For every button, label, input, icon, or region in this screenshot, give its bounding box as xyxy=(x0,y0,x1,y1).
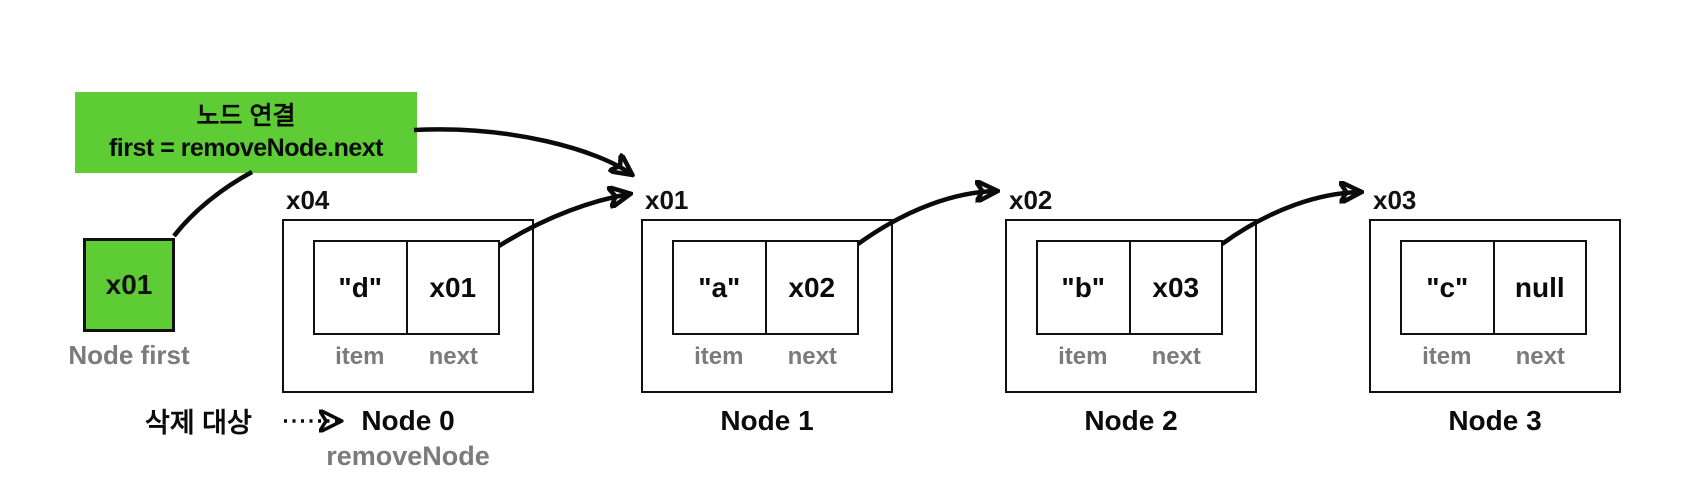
node-3-item-label: item xyxy=(1422,343,1472,370)
node-0-address: x04 xyxy=(286,185,330,215)
annotation-box: 노드 연결 first = removeNode.next xyxy=(75,92,417,173)
node-2-cell-labels: item next xyxy=(1036,343,1223,371)
node-1-name: Node 1 xyxy=(720,405,814,436)
node-2-next-label: next xyxy=(1151,343,1201,370)
node-3-cells: "c" null xyxy=(1400,240,1587,335)
node-2-address: x02 xyxy=(1009,185,1053,215)
node-1-item-label: item xyxy=(694,343,744,370)
node-1-item-cell: "a" xyxy=(698,271,741,303)
node-3-cell-labels: item next xyxy=(1400,343,1587,371)
node-1-cells: "a" x02 xyxy=(672,240,859,335)
annotation-title: 노드 연결 xyxy=(196,102,296,131)
node-0-cells: "d" x01 xyxy=(313,240,500,335)
node-3-box: x03 "c" null item next Node 3 xyxy=(1369,185,1621,436)
node-3-item-cell: "c" xyxy=(1426,271,1469,303)
arrow-annotation-to-x01 xyxy=(413,127,631,174)
node-0-next-label: next xyxy=(428,343,478,370)
node-0-next-cell: x01 xyxy=(405,242,499,333)
node-1-cell-labels: item next xyxy=(672,343,859,371)
node-2-name: Node 2 xyxy=(1084,405,1178,436)
node-0-item-label: item xyxy=(335,343,385,370)
node-0-cell-labels: item next xyxy=(313,343,500,371)
node-0-item-cell: "d" xyxy=(338,271,383,303)
node-2-cells: "b" x03 xyxy=(1036,240,1223,335)
remove-target-label: 삭제 대상 xyxy=(145,408,252,438)
node-1-next-label: next xyxy=(787,343,837,370)
node-0-name: Node 0 xyxy=(361,405,455,436)
first-pointer-value: x01 xyxy=(105,269,153,300)
first-pointer-label: Node first xyxy=(68,340,190,370)
node-2-box: x02 "b" x03 item next Node 2 xyxy=(1005,185,1257,436)
connector-annotation-to-first-square xyxy=(172,170,254,238)
remove-node-pointer-label: removeNode xyxy=(326,441,490,471)
node-1-box: x01 "a" x02 item next Node 1 xyxy=(641,185,893,436)
node-3-name: Node 3 xyxy=(1448,405,1542,436)
node-1-address: x01 xyxy=(645,185,689,215)
node-3-next-label: next xyxy=(1515,343,1565,370)
node-1-next-cell: x02 xyxy=(764,242,858,333)
annotation-code: first = removeNode.next xyxy=(108,133,384,162)
node-2-item-label: item xyxy=(1058,343,1108,370)
node-2-item-cell: "b" xyxy=(1061,271,1106,303)
node-3-address: x03 xyxy=(1373,185,1417,215)
node-3-next-cell: null xyxy=(1492,242,1586,333)
node-2-next-cell: x03 xyxy=(1128,242,1222,333)
first-pointer-square: x01 xyxy=(83,238,175,332)
node-0-box: x04 "d" x01 item next Node 0 xyxy=(282,185,534,436)
